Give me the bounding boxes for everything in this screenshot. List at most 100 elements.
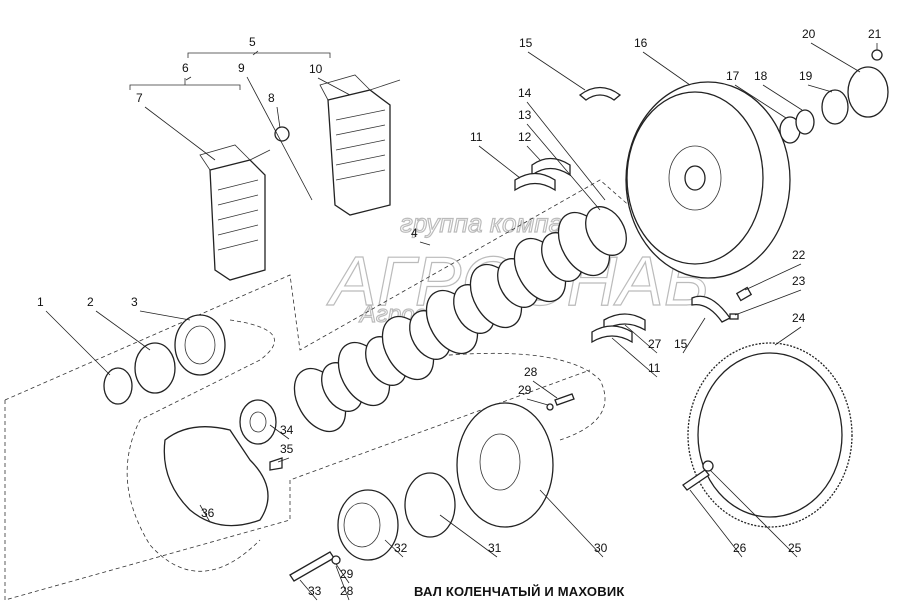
pulley-32 bbox=[337, 489, 399, 561]
damper-30 bbox=[456, 402, 554, 528]
callout-number: 32 bbox=[394, 541, 408, 555]
callout-number: 28 bbox=[340, 584, 354, 598]
leader-line bbox=[689, 489, 743, 558]
bolt-26 bbox=[682, 469, 710, 491]
callout-number: 7 bbox=[136, 91, 143, 105]
callout-number: 17 bbox=[726, 69, 740, 83]
callout-number: 11 bbox=[470, 130, 483, 144]
callout-number: 24 bbox=[792, 311, 806, 325]
callout-number: 21 bbox=[868, 27, 882, 41]
callout-number: 10 bbox=[309, 62, 323, 76]
callout-number: 30 bbox=[594, 541, 608, 555]
callout-number: 11 bbox=[648, 361, 661, 375]
crankshaft-section bbox=[585, 206, 627, 256]
callout-number: 3 bbox=[131, 295, 138, 309]
washer-29 bbox=[546, 403, 554, 411]
thrust-half-ring bbox=[691, 295, 731, 323]
leader-line bbox=[734, 289, 802, 316]
leader-line bbox=[774, 326, 802, 346]
leader-line bbox=[624, 324, 658, 354]
main-bearing-pack bbox=[199, 144, 271, 281]
callout-number: 28 bbox=[524, 365, 538, 379]
leader-line bbox=[478, 145, 521, 179]
callout-number: 36 bbox=[201, 506, 215, 520]
group-bracket bbox=[129, 52, 331, 90]
callout-number: 16 bbox=[634, 36, 648, 50]
callout-number: 15 bbox=[674, 337, 688, 351]
callout-number: 15 bbox=[519, 36, 533, 50]
callout-number: 19 bbox=[799, 69, 813, 83]
bolt-21 bbox=[871, 49, 883, 61]
callout-number: 1 bbox=[37, 295, 44, 309]
leader-line bbox=[252, 50, 259, 56]
connecting-rod-bearing-pack bbox=[319, 74, 401, 216]
leader-line bbox=[419, 241, 431, 246]
leader-line bbox=[335, 565, 350, 601]
crankshaft bbox=[293, 206, 627, 433]
bearing-shell bbox=[514, 172, 556, 192]
plate-25 bbox=[702, 460, 714, 472]
leader-line bbox=[439, 514, 498, 558]
leader-line bbox=[810, 42, 861, 73]
pin-22 bbox=[735, 286, 753, 302]
leader-line bbox=[199, 504, 211, 523]
leader-line bbox=[526, 145, 541, 161]
leader-line bbox=[642, 51, 691, 86]
bearing-shell bbox=[591, 325, 633, 344]
leader-line bbox=[682, 317, 706, 354]
callout-number: 5 bbox=[249, 35, 256, 49]
callout-number: 29 bbox=[340, 567, 354, 581]
callout-number: 26 bbox=[733, 541, 747, 555]
hub-31 bbox=[404, 472, 456, 538]
callout-number: 22 bbox=[792, 248, 806, 262]
leader-line bbox=[526, 123, 601, 211]
washer-29 bbox=[331, 555, 341, 565]
leader-line bbox=[734, 84, 787, 119]
plate-20 bbox=[847, 66, 889, 118]
leader-line bbox=[611, 337, 658, 378]
callout-number: 29 bbox=[518, 383, 532, 397]
leader-line bbox=[762, 84, 803, 111]
leader-line bbox=[95, 310, 151, 351]
callout-number: 9 bbox=[238, 61, 245, 75]
leader-line bbox=[744, 263, 802, 291]
callout-number: 31 bbox=[488, 541, 502, 555]
key-35 bbox=[269, 457, 283, 471]
leader-line bbox=[807, 84, 833, 93]
ring-gear bbox=[687, 342, 853, 528]
callout-number: 8 bbox=[268, 91, 275, 105]
leader-line bbox=[185, 76, 192, 81]
bushing-19 bbox=[821, 89, 849, 125]
gear-34 bbox=[239, 399, 277, 445]
callout-number: 6 bbox=[182, 61, 189, 75]
thrust-half-ring bbox=[578, 86, 622, 101]
callout-number: 33 bbox=[308, 584, 322, 598]
leader-line bbox=[45, 310, 111, 376]
leader-line bbox=[139, 310, 191, 321]
bolt-28 bbox=[554, 393, 575, 406]
counterweight-36 bbox=[163, 426, 269, 527]
leader-line bbox=[276, 106, 281, 129]
leader-line bbox=[709, 469, 798, 558]
callout-number: 12 bbox=[518, 130, 532, 144]
leader-line bbox=[317, 77, 351, 96]
leader-line bbox=[526, 398, 549, 406]
bearing-18 bbox=[795, 109, 815, 135]
dashed-boundary bbox=[4, 369, 591, 601]
nut-1 bbox=[103, 367, 133, 405]
callout-number: 13 bbox=[518, 108, 532, 122]
leader-line bbox=[532, 380, 558, 399]
diagram-title: ВАЛ КОЛЕНЧАТЫЙ И МАХОВИК bbox=[414, 584, 625, 599]
leader-line bbox=[246, 76, 313, 201]
leader-line bbox=[384, 539, 404, 558]
callout-number: 4 bbox=[411, 226, 418, 240]
leader-line bbox=[527, 51, 586, 91]
callout-number: 20 bbox=[802, 27, 816, 41]
leader-line bbox=[539, 489, 604, 558]
callout-number: 34 bbox=[280, 423, 294, 437]
lock-washer-2 bbox=[134, 342, 176, 394]
bearing-shell bbox=[531, 157, 571, 177]
